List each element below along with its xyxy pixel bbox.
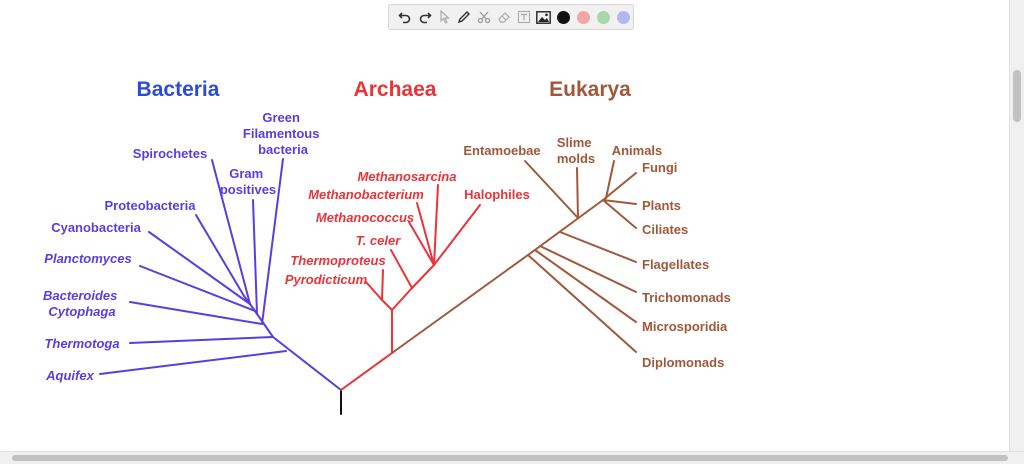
text-tool-button[interactable] <box>514 7 534 27</box>
taxon-label-microsporidia: Microsporidia <box>642 319 728 334</box>
taxon-label-entamoebae: Entamoebae <box>463 143 540 158</box>
redo-icon <box>419 12 432 24</box>
taxon-label-thermotoga: Thermotoga <box>44 336 119 351</box>
undo-button[interactable] <box>395 7 415 27</box>
taxon-label-methanococcus: Methanococcus <box>316 210 414 225</box>
taxon-label-flagellates: Flagellates <box>642 257 709 272</box>
taxon-label-planctomyces: Planctomyces <box>44 251 131 266</box>
taxon-label-gram-positives: Gram positives <box>220 166 276 197</box>
taxon-label-green-filamentous-bacteria: Green Filamentous bacteria <box>243 110 323 157</box>
undo-icon <box>398 12 411 24</box>
taxon-label-thermoproteus: Thermoproteus <box>290 253 385 268</box>
pen-tool-button[interactable] <box>454 7 474 27</box>
drawing-toolbar <box>388 4 634 30</box>
domain-title-bacteria: Bacteria <box>137 78 220 101</box>
taxon-label-methanobacterium: Methanobacterium <box>308 187 424 202</box>
taxon-label-proteobacteria: Proteobacteria <box>104 198 196 213</box>
bacteria-branches <box>99 158 342 391</box>
scissors-tool-button[interactable] <box>474 7 494 27</box>
bacteria-labels: Spirochetes Green Filamentous bacteria G… <box>43 110 323 383</box>
taxon-label-methanosarcina: Methanosarcina <box>358 169 457 184</box>
taxon-label-spirochetes: Spirochetes <box>133 146 207 161</box>
color-swatch-black[interactable] <box>557 10 570 24</box>
taxon-label-halophiles: Halophiles <box>464 187 530 202</box>
taxon-label-aquifex: Aquifex <box>45 368 94 383</box>
domain-title-eukarya: Eukarya <box>549 78 631 101</box>
taxon-label-t-celer: T. celer <box>356 233 402 248</box>
eraser-icon <box>498 12 510 23</box>
horizontal-scrollbar[interactable] <box>0 451 1024 464</box>
text-tool-icon <box>517 10 530 24</box>
archaea-labels: Methanosarcina Methanobacterium Halophil… <box>285 169 530 287</box>
eukarya-labels: Entamoebae Slime molds Animals Fungi Pla… <box>463 135 731 370</box>
eukarya-branches <box>391 160 637 354</box>
taxon-label-animals: Animals <box>612 143 663 158</box>
color-swatch-green[interactable] <box>596 10 610 24</box>
redo-button[interactable] <box>415 7 435 27</box>
horizontal-scroll-thumb[interactable] <box>12 455 1008 461</box>
domain-title-archaea: Archaea <box>354 78 437 101</box>
vertical-scroll-thumb[interactable] <box>1013 70 1021 122</box>
image-icon <box>536 10 551 24</box>
pen-icon <box>458 11 471 24</box>
taxon-label-cyanobacteria: Cyanobacteria <box>51 220 141 235</box>
taxon-label-diplomonads: Diplomonads <box>642 355 724 370</box>
taxon-label-slime-molds: Slime molds <box>557 135 595 166</box>
taxon-label-trichomonads: Trichomonads <box>642 290 731 305</box>
select-cursor-icon <box>439 10 450 24</box>
color-swatch-red[interactable] <box>576 10 590 24</box>
phylogenetic-tree: Bacteria Archaea Eukarya Spirochetes Gre… <box>43 78 731 415</box>
select-tool-button[interactable] <box>435 7 455 27</box>
color-swatch-blue[interactable] <box>616 10 630 24</box>
taxon-label-bacteroides-cytophaga: Bacteroides Cytophaga <box>43 288 121 319</box>
taxon-label-fungi: Fungi <box>642 160 677 175</box>
eraser-tool-button[interactable] <box>494 7 514 27</box>
scissors-icon <box>478 11 491 24</box>
archaea-branches <box>340 184 481 391</box>
taxon-label-plants: Plants <box>642 198 681 213</box>
image-tool-button[interactable] <box>534 7 554 27</box>
vertical-scrollbar[interactable] <box>1009 0 1024 452</box>
taxon-label-ciliates: Ciliates <box>642 222 688 237</box>
taxon-label-pyrodicticum: Pyrodicticum <box>285 272 368 287</box>
